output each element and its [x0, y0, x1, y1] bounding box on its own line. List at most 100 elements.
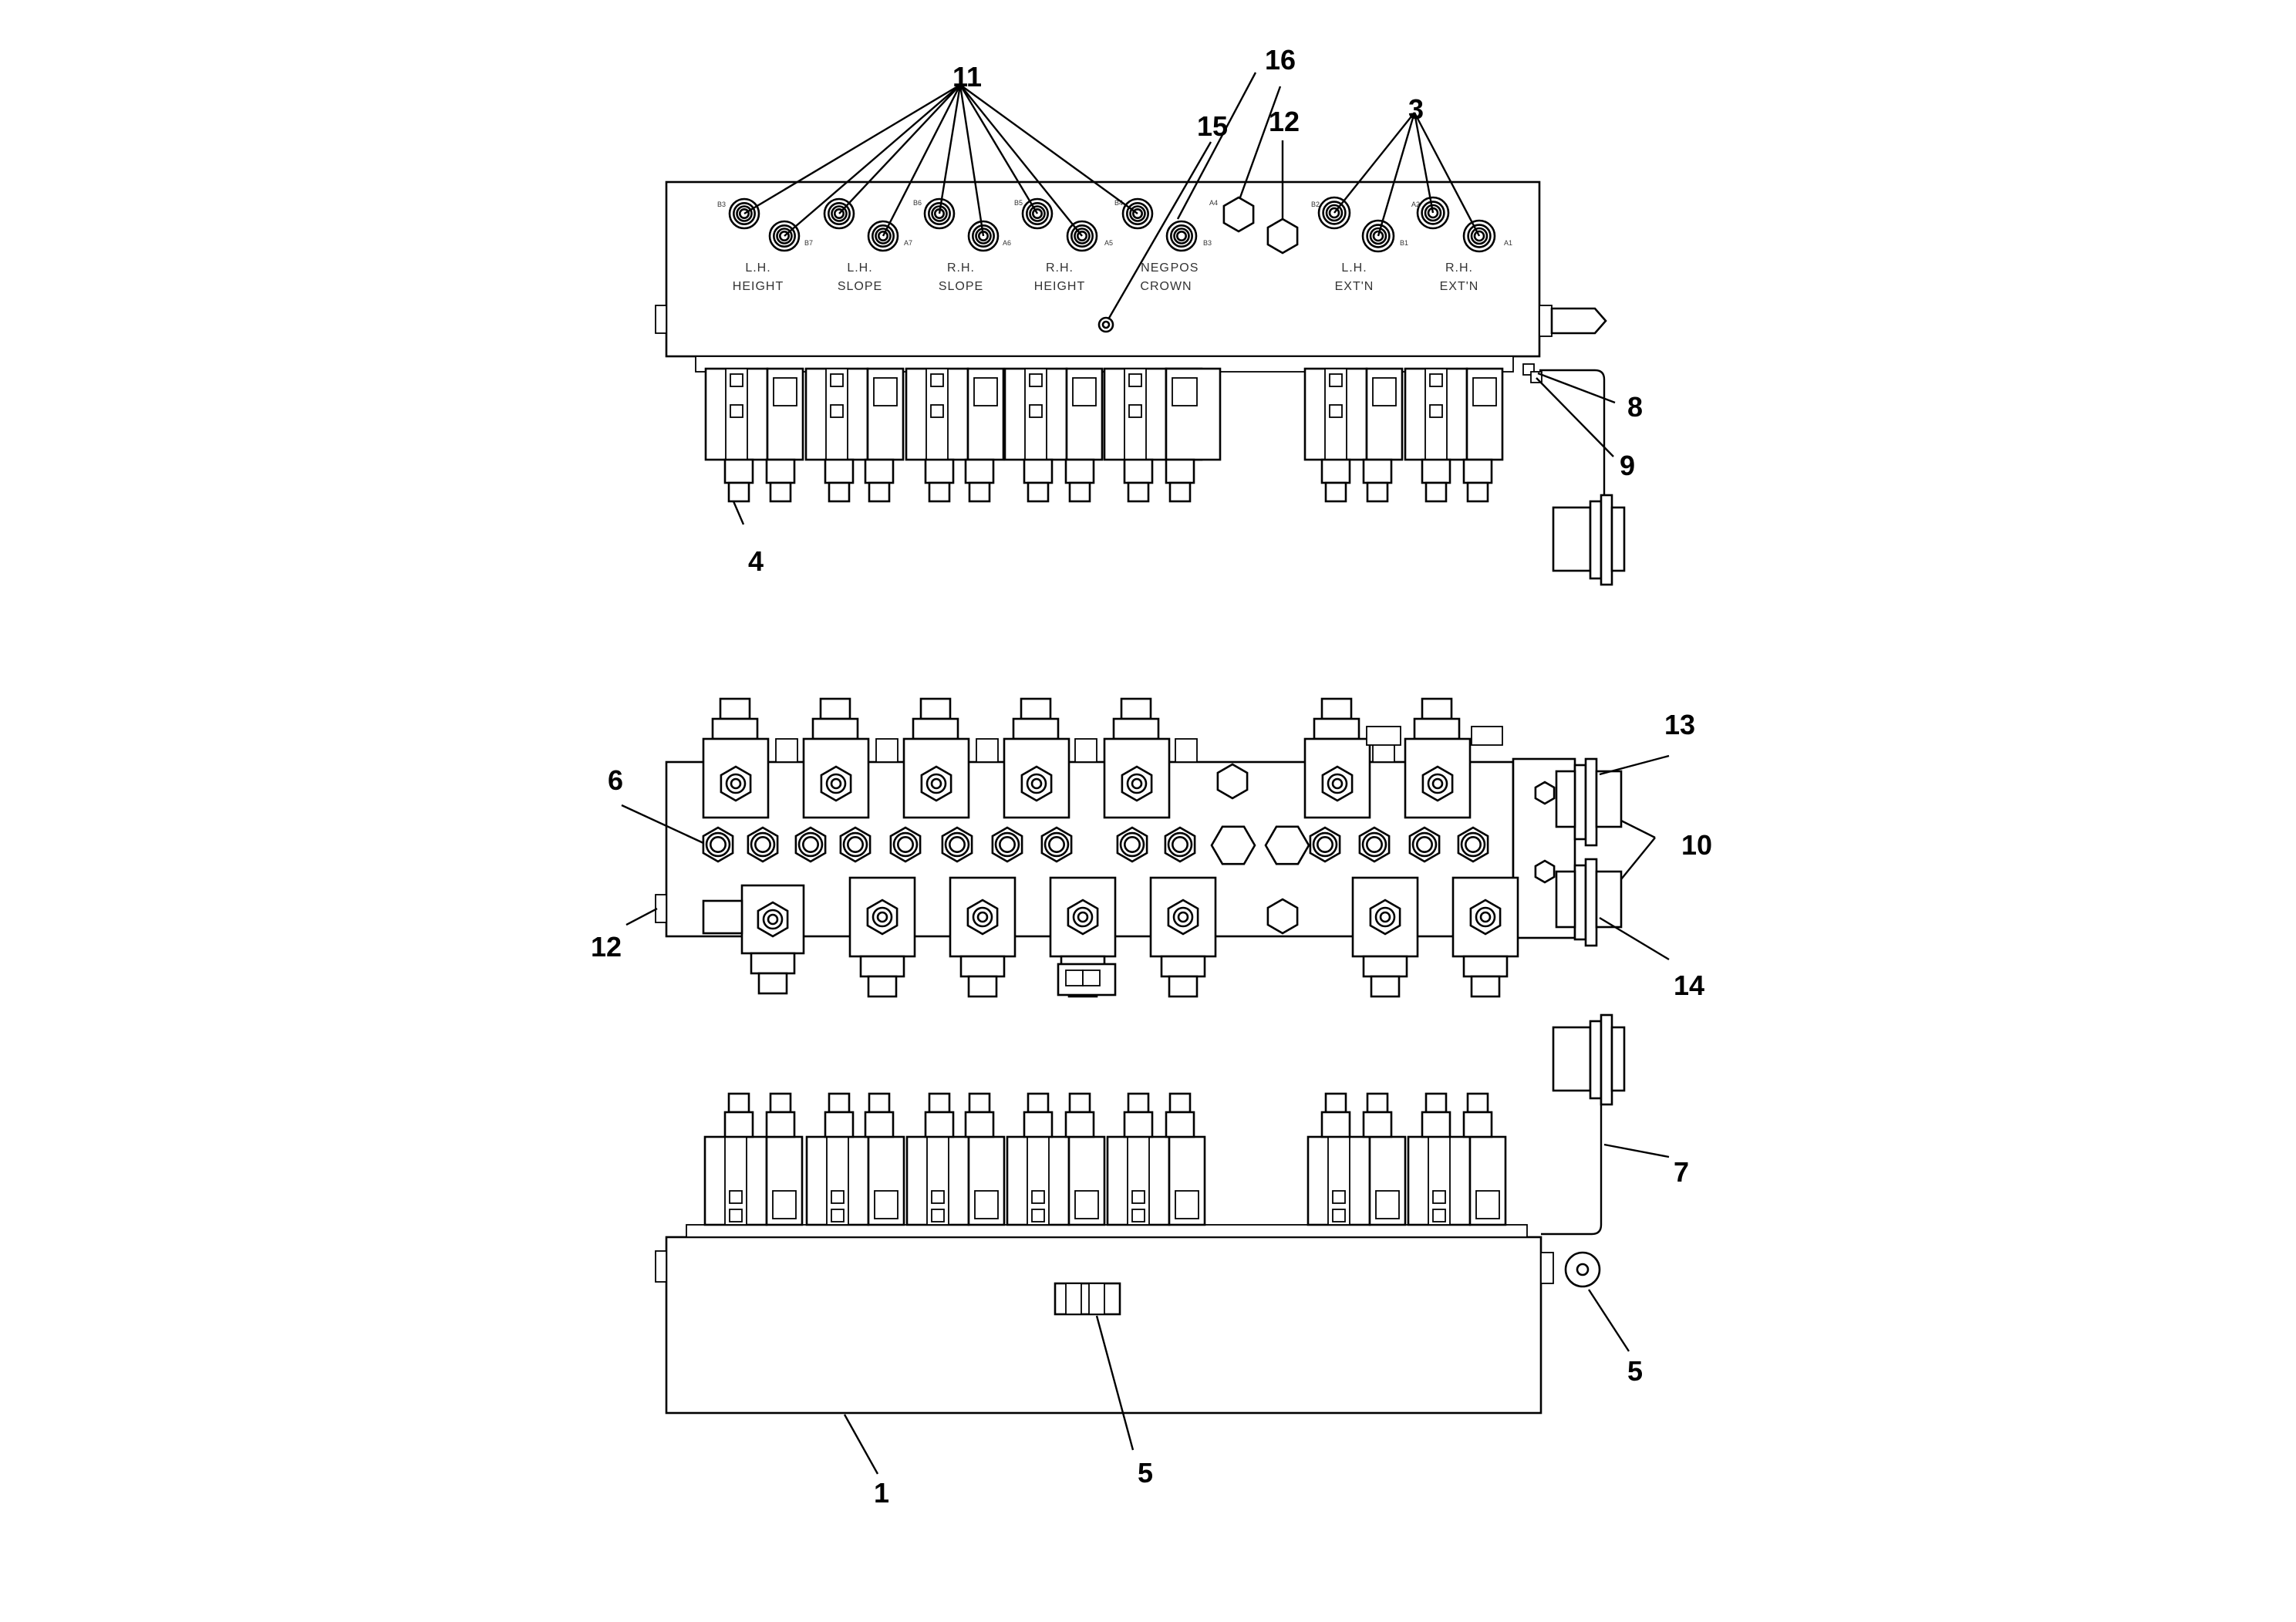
nut-front: [1584, 757, 1598, 847]
stem-body-side: [1424, 1092, 1448, 1114]
panel-label-line2: SLOPE: [838, 280, 882, 293]
cartridge-cap-side: [1175, 1190, 1199, 1219]
manifold-block-side: [665, 1236, 1542, 1415]
port-tag: B2: [1311, 201, 1320, 208]
side-view: [655, 1013, 1626, 1415]
callout-c8: 8: [1627, 391, 1643, 423]
coil-pin-side: [1031, 1190, 1045, 1204]
stem-nut-side: [824, 1111, 855, 1138]
panel-label-line1: R.H.: [1046, 261, 1074, 275]
hex-plug-a3: [1266, 218, 1299, 255]
coil-nut-inner: [930, 777, 942, 790]
stem-nut: [864, 458, 895, 484]
coil-tip-lower: [1370, 975, 1401, 998]
coil-pin-side: [831, 1190, 845, 1204]
solenoid-pin: [1329, 373, 1343, 387]
leader-line: [1599, 916, 1670, 961]
stem-body: [1127, 481, 1150, 503]
coil-pin-side: [1131, 1190, 1145, 1204]
side-fitting-right: [1539, 305, 1553, 337]
leader-line: [1333, 112, 1415, 214]
callout-c14: 14: [1674, 969, 1704, 1001]
coil-neck: [811, 717, 859, 740]
stem-nut-side: [723, 1111, 754, 1138]
stem-nut: [1123, 458, 1154, 484]
coil-tip-lower: [967, 975, 998, 998]
panel-label-line2: HEIGHT: [1034, 280, 1085, 293]
cartridge-cap-side: [874, 1190, 899, 1219]
port-tag: A4: [1209, 199, 1218, 207]
leader-line: [743, 83, 961, 215]
coil-band-side: [724, 1136, 747, 1226]
sensor-plug-pin: [1065, 969, 1084, 986]
callout-c1: 1: [874, 1477, 889, 1509]
stem-body-side: [1027, 1092, 1050, 1114]
stem-nut: [765, 458, 796, 484]
tail-front: [1595, 770, 1623, 828]
stem-body: [769, 481, 792, 503]
callout-c12: 12: [1269, 106, 1300, 137]
stem-body: [1466, 481, 1489, 503]
port-tag: B6: [913, 199, 922, 207]
stem-nut: [1421, 458, 1451, 484]
side-connector-pin: [1065, 1283, 1082, 1315]
top-port: [1165, 220, 1198, 252]
hex-plug-mid: [1210, 825, 1256, 865]
stem-nut: [824, 458, 855, 484]
panel-label-line1: L.H.: [847, 261, 872, 275]
stem-body: [928, 481, 951, 503]
leader-line: [1620, 837, 1656, 880]
callout-c3: 3: [1408, 93, 1424, 125]
connector-body-side: [1552, 1026, 1592, 1092]
stem-body: [1068, 481, 1091, 503]
stem-body: [1168, 481, 1192, 503]
leader-line: [959, 84, 1083, 237]
fitting-bore: [999, 836, 1016, 853]
front-view: [655, 697, 1623, 998]
stem-nut-side: [765, 1111, 796, 1138]
coil-nut-inner: [1131, 777, 1143, 790]
stem-body-side: [828, 1092, 851, 1114]
port-tag: A6: [1003, 239, 1011, 247]
solenoid-pin: [1329, 404, 1343, 418]
coil-nut-inner: [1331, 777, 1344, 790]
coil-tip: [1020, 697, 1052, 720]
leader-line: [959, 84, 1138, 214]
stem-body: [1424, 481, 1448, 503]
side-connector: [1054, 1282, 1121, 1316]
callout-c6: 6: [608, 764, 623, 796]
coil-tip: [1120, 697, 1152, 720]
stem-body: [1027, 481, 1050, 503]
coil-neck-lower: [959, 955, 1006, 978]
stem-nut: [1320, 458, 1351, 484]
sensor-plug-pin: [1082, 969, 1101, 986]
stem-body-side: [1466, 1092, 1489, 1114]
fitting-cap: [1366, 726, 1401, 746]
fitting-bore: [897, 836, 914, 853]
leader-lines: [621, 72, 1670, 1475]
fitting-bore: [1124, 836, 1141, 853]
coil-tip: [919, 697, 952, 720]
leader-line: [1095, 1315, 1135, 1451]
panel-label-line2: SLOPE: [939, 280, 983, 293]
leader-line: [1537, 372, 1616, 404]
fitting-bore: [802, 836, 819, 853]
port-tag: B4: [1114, 199, 1123, 207]
panel-label-line1: NEG: [1141, 261, 1170, 275]
stem-nut: [1165, 458, 1195, 484]
coil-nut-inner: [1431, 777, 1444, 790]
coil-neck: [1413, 717, 1461, 740]
stem-nut-side: [1421, 1111, 1451, 1138]
leader-line: [938, 84, 962, 214]
panel-label-line2: EXT'N: [1335, 280, 1374, 293]
cartridge-cap: [773, 377, 797, 406]
front-port: [747, 826, 779, 863]
leader-line: [1413, 112, 1435, 214]
left-end-fitting: [702, 899, 743, 935]
panel-label-line1: POS: [1171, 261, 1199, 275]
port-tag: A5: [1104, 239, 1113, 247]
coil-pin-side: [931, 1190, 945, 1204]
stem-body: [1366, 481, 1389, 503]
